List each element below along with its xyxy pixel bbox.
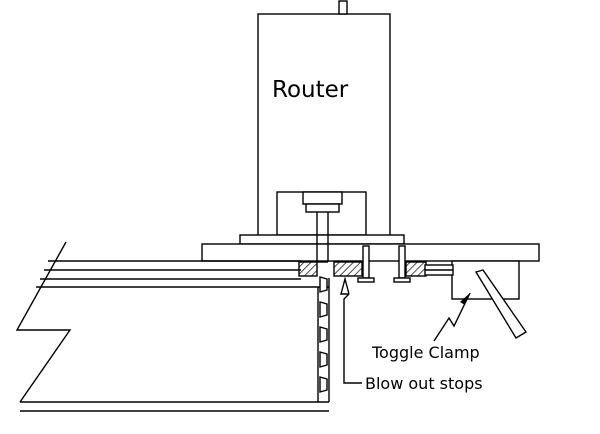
toggle-clamp-label: Toggle Clamp [371,343,480,362]
router-label: Router [272,77,349,103]
break-line [15,241,72,403]
mounting-bolts [357,245,411,283]
jig-top-plate [201,243,540,262]
router-collet [276,191,367,236]
workpiece-board [20,260,330,412]
blow-out-stops-label: Blow out stops [365,374,483,393]
router-bit [316,235,329,263]
router-base [239,234,405,245]
toggle-clamp [424,260,528,339]
blow-out-stops-pointer [340,276,362,384]
toggle-clamp-pointer [433,292,471,342]
hatched-spacer-blocks [298,261,427,277]
blow-out-stop-wedges [319,276,328,393]
